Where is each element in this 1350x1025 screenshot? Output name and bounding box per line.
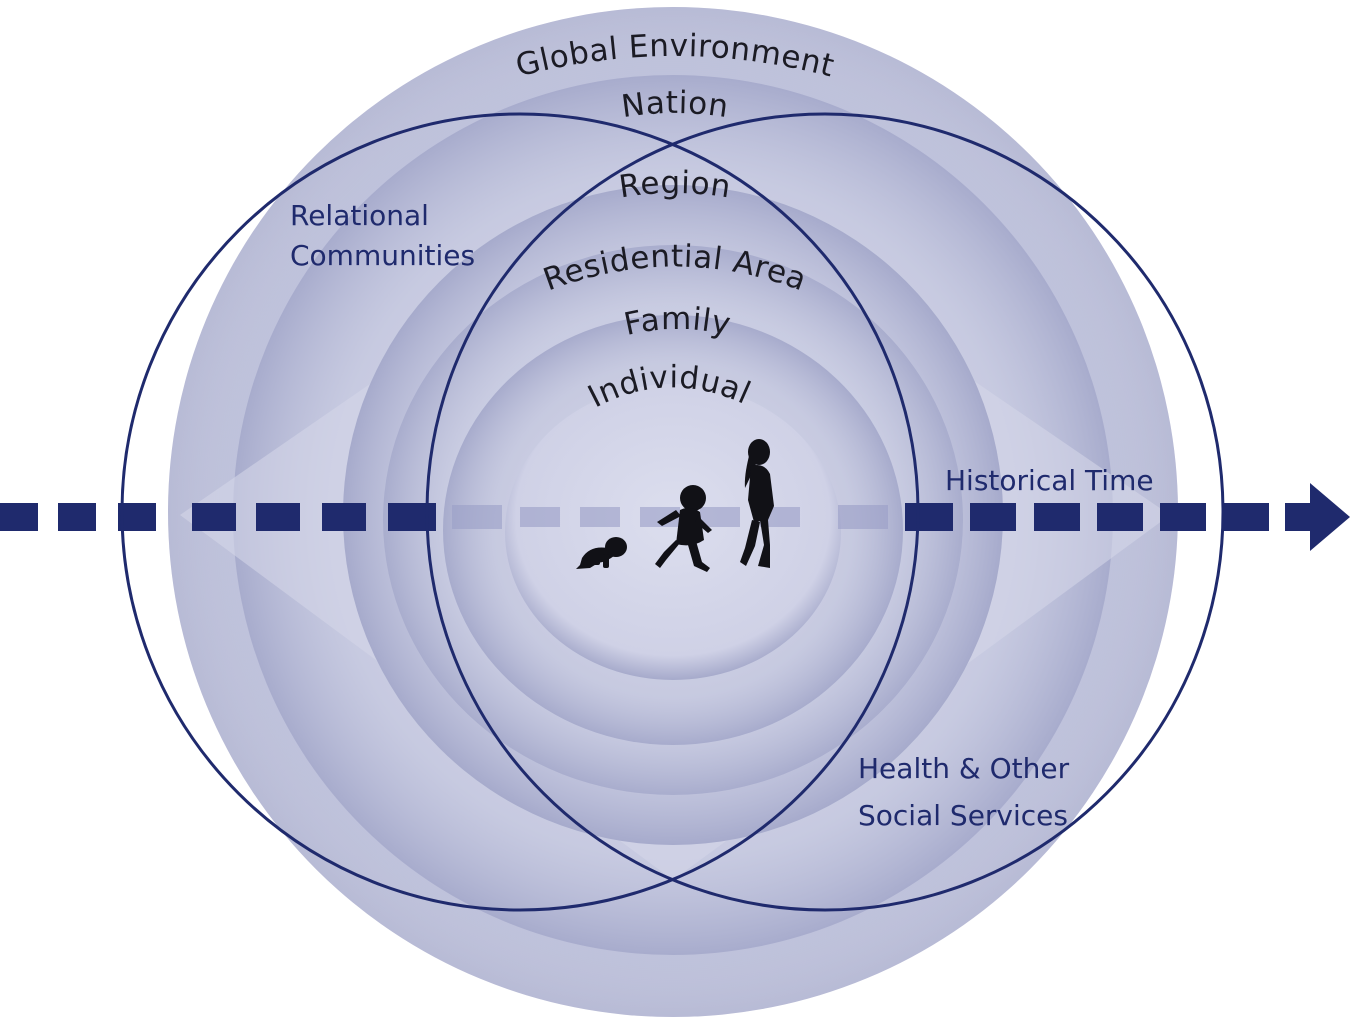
health-services-line1: Health & Other — [858, 752, 1070, 785]
adult-woman-icon — [740, 439, 774, 568]
baby-crawling-icon — [576, 537, 627, 569]
relational-communities-line1: Relational — [290, 199, 429, 232]
arrow-head — [1310, 483, 1350, 551]
svg-text:Nation: Nation — [619, 85, 730, 125]
ring-individual — [505, 384, 841, 680]
label-family: Family — [621, 301, 734, 343]
arrow-dashes-left — [0, 503, 436, 531]
child-running-icon — [655, 485, 712, 572]
health-services-line2: Social Services — [858, 799, 1068, 832]
overlay-circles — [120, 112, 1225, 912]
arrow-dashes-right — [905, 503, 1311, 531]
svg-text:Region: Region — [617, 165, 733, 206]
label-region: Region — [617, 165, 733, 206]
relational-communities-circle — [120, 112, 920, 912]
svg-text:Family: Family — [621, 301, 734, 343]
label-nation: Nation — [619, 85, 730, 125]
health-services-circle — [425, 112, 1225, 912]
relational-communities-line2: Communities — [290, 239, 475, 272]
overlay-labels: Relational Communities Historical Time H… — [290, 199, 1154, 832]
historical-time-label: Historical Time — [945, 464, 1154, 497]
life-stage-figures — [576, 439, 774, 572]
